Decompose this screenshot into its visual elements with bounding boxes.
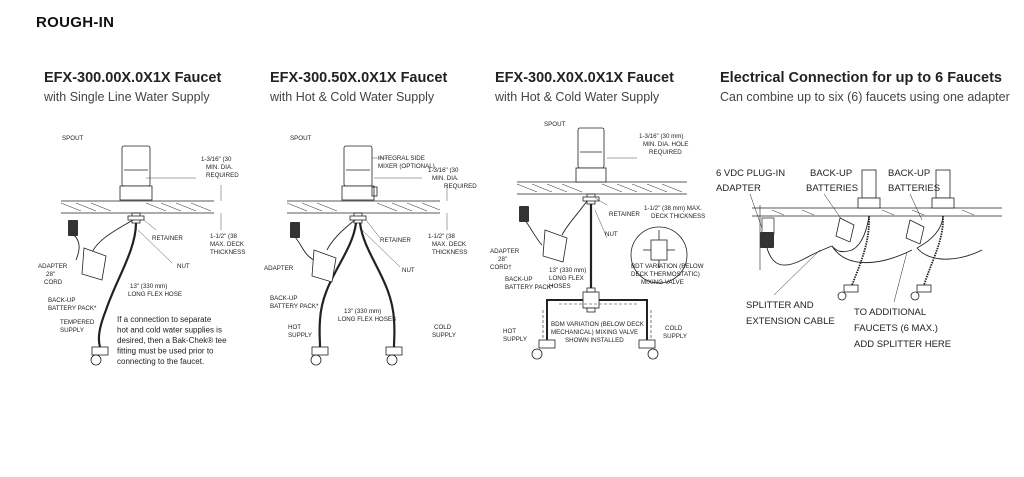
label-hose: 13" (330 mm)LONG FLEX HOSE	[128, 283, 182, 298]
bdm-mixing-valve	[582, 287, 600, 313]
plug-adapter	[519, 206, 529, 222]
label-deck: 1-1/2" (38 mm) MAX.DECK THICKNESS	[644, 205, 705, 220]
label-adapter: ADAPTER	[264, 265, 294, 272]
deck	[516, 181, 687, 195]
panel-subtitle: Can combine up to six (6) faucets using …	[720, 90, 1010, 104]
plug-adapter	[290, 222, 300, 238]
panel-hot-cold-below-deck: EFX-300.X0X.0X1X Faucet with Hot & Cold …	[487, 70, 712, 470]
panel-electrical-connection: Electrical Connection for up to 6 Faucet…	[712, 70, 1012, 470]
spout	[119, 145, 153, 201]
label-retainer: RETAINER	[609, 211, 640, 218]
panel-subtitle: with Hot & Cold Water Supply	[270, 90, 435, 104]
cold-supply-valve	[638, 339, 659, 360]
panel-subtitle: with Single Line Water Supply	[44, 90, 210, 104]
label-spout: SPOUT	[290, 135, 312, 142]
label-retainer: RETAINER	[152, 235, 183, 242]
bdt-variation-callout	[630, 226, 688, 284]
panel-title: EFX-300.50X.0X1X Faucet	[270, 70, 448, 86]
panel-hot-cold-side-mixer: EFX-300.50X.0X1X Faucet with Hot & Cold …	[262, 70, 487, 470]
faucet-1	[857, 169, 881, 209]
panel-title: EFX-300.X0X.0X1X Faucet	[495, 70, 674, 86]
label-spout: SPOUT	[62, 135, 84, 142]
supply-valve-2	[910, 284, 932, 301]
label-nut: NUT	[177, 263, 190, 270]
spout	[341, 145, 378, 201]
plug-adapter	[68, 220, 78, 236]
cold-supply-valve	[385, 346, 403, 366]
deck	[60, 200, 214, 214]
panel-subtitle: with Hot & Cold Water Supply	[495, 90, 660, 104]
faucet-2	[931, 169, 955, 209]
hot-supply-valve	[531, 339, 556, 360]
battery-pack	[311, 249, 337, 283]
panel-title: Electrical Connection for up to 6 Faucet…	[720, 70, 1002, 86]
battery-pack	[542, 229, 568, 263]
battery-pack-1	[835, 217, 855, 243]
supply-valve	[90, 346, 109, 366]
supply-valve-1	[837, 284, 859, 301]
battery-pack-2	[905, 219, 925, 245]
wall-outlet	[761, 217, 775, 235]
panel-title: EFX-300.00X.0X1X Faucet	[44, 70, 222, 86]
deck	[286, 200, 441, 214]
plug-in-adapter	[760, 232, 774, 248]
spout	[575, 127, 607, 183]
hot-supply-valve	[310, 346, 329, 366]
label-nut: NUT	[402, 267, 415, 274]
label-nut: NUT	[605, 231, 618, 238]
label-spout: SPOUT	[544, 121, 566, 128]
label-hose: 13" (330 mm)LONG FLEX HOSES	[338, 308, 396, 323]
label-retainer: RETAINER	[380, 237, 411, 244]
page-title: ROUGH-IN	[36, 14, 115, 31]
panel-single-line: EFX-300.00X.0X1X Faucet with Single Line…	[36, 70, 261, 470]
battery-pack	[81, 247, 107, 281]
